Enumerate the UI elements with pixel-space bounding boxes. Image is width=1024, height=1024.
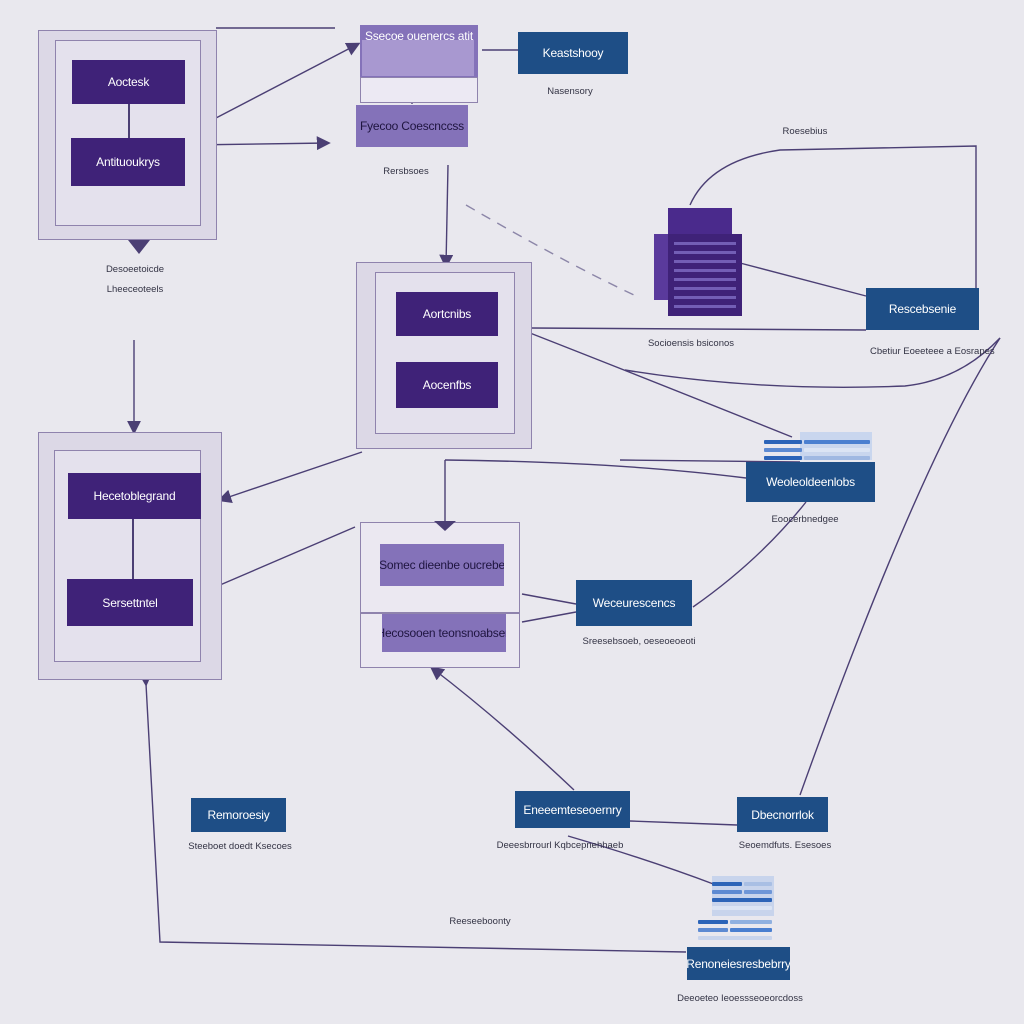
- node-center-b[interactable]: Aocenfbs: [396, 362, 498, 408]
- frame-top-center: [360, 77, 478, 103]
- document-stack-icon: [764, 432, 874, 464]
- caption-bottom-center: Deeesbrrourl Kqbcepnehhaeb: [496, 840, 624, 851]
- node-top-left-b[interactable]: Antituoukrys: [71, 138, 185, 186]
- caption-bottom-right: Seoemdfuts. Esesoes: [738, 840, 832, 851]
- caption-far-right: Cbetiur Eoeeteee a Eosrapes: [870, 346, 995, 357]
- caption-top-right: Nasensory: [547, 86, 593, 97]
- node-top-left-a[interactable]: Aoctesk: [72, 60, 185, 104]
- caption-bottom-left: Steeboet doedt Ksecoes: [188, 841, 292, 852]
- caption-top-center: Rersbsoes: [383, 166, 429, 177]
- caption-bottom-mid: Reeseeboonty: [449, 916, 511, 927]
- document-stack-icon: [698, 876, 778, 948]
- connector-left-mid: [132, 518, 134, 580]
- node-center-a[interactable]: Aortcnibs: [396, 292, 498, 336]
- caption-top-left: Desoeetoicde: [105, 264, 165, 275]
- caption-far-right-top: Roesebius: [782, 126, 828, 137]
- arrow-down-icon: [128, 240, 150, 254]
- connector-top-left: [128, 104, 130, 140]
- node-right-mid[interactable]: Rescebsenie: [866, 288, 979, 330]
- document-stack-icon: [654, 208, 742, 316]
- node-bottom-right[interactable]: Dbecnorrlok: [737, 797, 828, 832]
- node-bottom-center[interactable]: Eneeemteseoernry: [515, 791, 630, 828]
- node-left-mid-b[interactable]: Sersettntel: [67, 579, 193, 626]
- caption-mid-right: Sreesebsoeb, oeseoeoeoti: [582, 636, 696, 647]
- node-bottom-stack[interactable]: Renoneiesresbebrry: [687, 947, 790, 980]
- node-mid-center-b[interactable]: Hecosooen teonsnoabsen: [382, 614, 506, 652]
- node-bottom-left[interactable]: Remoroesiy: [191, 798, 286, 832]
- node-top-center-sub[interactable]: Fyecoo Coescnccss: [356, 105, 468, 147]
- caption-bottom-stack: Deeoeteo Ieoessseoeorcdoss: [677, 993, 803, 1004]
- node-mid-right[interactable]: Weceurescencs: [576, 580, 692, 626]
- node-top-right[interactable]: Keastshooy: [518, 32, 628, 74]
- divider: [360, 612, 520, 614]
- node-mid-center-a[interactable]: Somec dieenbe oucrebe: [380, 544, 504, 586]
- caption-right-stack: Eoocerbnedgee: [771, 514, 839, 525]
- caption-top-left-2: Lheeceoteels: [106, 284, 164, 295]
- header-panel-shade: [362, 40, 474, 76]
- node-right-stack[interactable]: Weoleoldeenlobs: [746, 462, 875, 502]
- node-left-mid-a[interactable]: Hecetoblegrand: [68, 473, 201, 519]
- arrow-down-icon: [434, 521, 456, 531]
- caption-right-mid: Socioensis bsiconos: [647, 338, 735, 349]
